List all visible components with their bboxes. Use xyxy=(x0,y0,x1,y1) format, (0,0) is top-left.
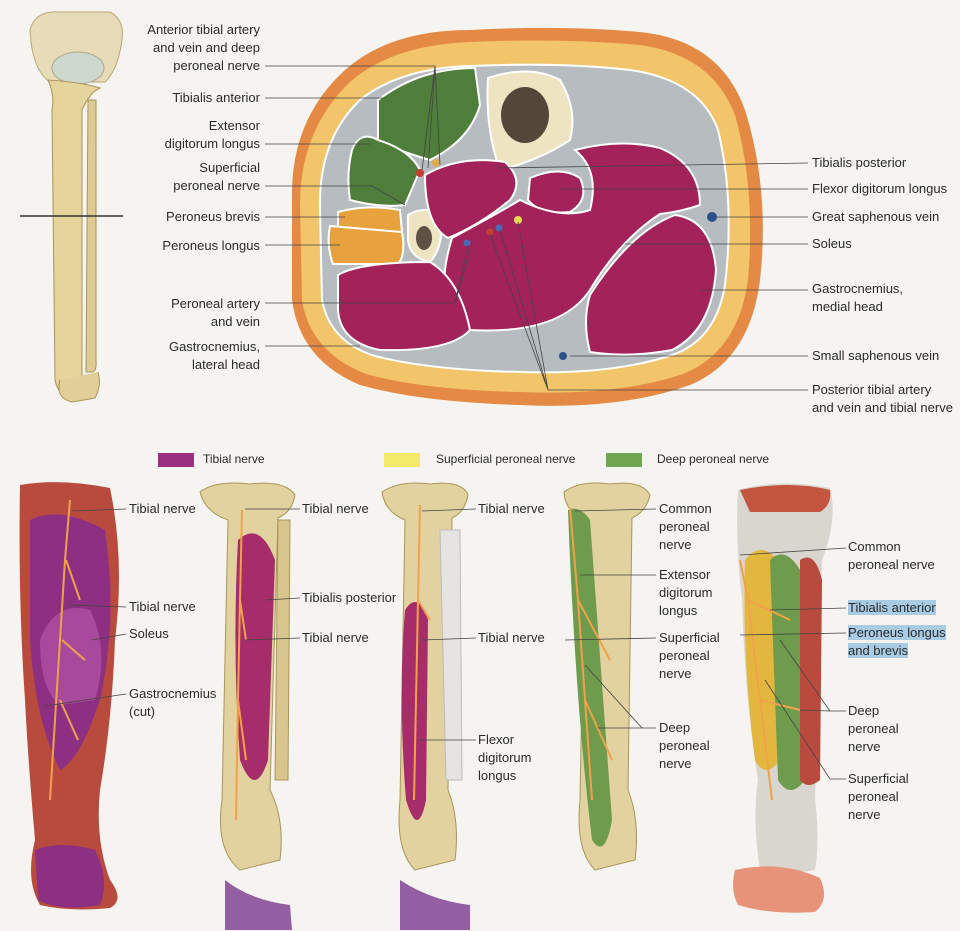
label-great-saphenous-vein: Great saphenous vein xyxy=(812,209,940,224)
p1-label-tibial-nerve-2: Tibial nerve xyxy=(129,599,196,614)
p1-label-soleus: Soleus xyxy=(129,626,169,641)
p1-label-tibial-nerve: Tibial nerve xyxy=(129,501,196,516)
p5-label-deep-peroneal-nerve: Deep peroneal nerve xyxy=(848,703,899,754)
legend-deep-peroneal-nerve: Deep peroneal nerve xyxy=(657,452,770,466)
label-tibialis-anterior: Tibialis anterior xyxy=(172,90,260,105)
p5-highlight-peroneus: Peroneus longus and brevis xyxy=(848,625,946,658)
label-tibialis-posterior: Tibialis posterior xyxy=(812,155,907,170)
legend-tibial-nerve: Tibial nerve xyxy=(203,452,265,466)
p3-label-tibial-nerve: Tibial nerve xyxy=(478,501,545,516)
p5-label-common-peroneal-nerve: Common peroneal nerve xyxy=(848,539,935,572)
p2-label-tibial-nerve-2: Tibial nerve xyxy=(302,630,369,645)
label-posterior-tibial-artery: Posterior tibial artery and vein and tib… xyxy=(812,382,953,415)
panel-lateral-leg xyxy=(733,483,833,913)
p5-label-peroneus-longus-brevis: Peroneus longus and brevis xyxy=(848,624,946,660)
leg-cross-section xyxy=(291,27,763,406)
p2-label-tibialis-posterior: Tibialis posterior xyxy=(302,590,397,605)
label-gastrocnemius-lateral: Gastrocnemius, lateral head xyxy=(168,339,260,372)
legend-swatches xyxy=(158,453,642,467)
label-peroneus-longus: Peroneus longus xyxy=(162,238,260,253)
label-small-saphenous-vein: Small saphenous vein xyxy=(812,348,940,363)
legend-superficial-peroneal-nerve: Superficial peroneal nerve xyxy=(436,452,576,466)
p3-label-tibial-nerve-2: Tibial nerve xyxy=(478,630,545,645)
p5-label-tibialis-anterior: Tibialis anterior xyxy=(848,599,936,617)
label-gastrocnemius-medial: Gastrocnemius, medial head xyxy=(812,281,904,314)
p1-label-gastrocnemius: Gastrocnemius (cut) xyxy=(129,686,217,719)
label-flexor-digitorum-longus: Flexor digitorum longus xyxy=(812,181,948,196)
p5-label-superficial-peroneal-nerve: Superficial peroneal nerve xyxy=(848,771,909,822)
label-peroneus-brevis: Peroneus brevis xyxy=(166,209,260,224)
label-peroneal-artery: Peroneal artery and vein xyxy=(171,296,260,329)
leg-skeleton-icon xyxy=(20,11,123,403)
panel-extensor-digitorum xyxy=(563,482,651,871)
panel-posterior-leg xyxy=(19,482,119,910)
panel-tibialis-posterior xyxy=(199,482,296,930)
label-soleus: Soleus xyxy=(812,236,852,251)
p3-label-flexor-digitorum-longus: Flexor digitorum longus xyxy=(478,732,532,783)
panel-flexor-digitorum xyxy=(381,482,470,930)
p5-highlight-tibialis-anterior: Tibialis anterior xyxy=(848,600,936,615)
p4-label-deep-peroneal-nerve: Deep peroneal nerve xyxy=(659,720,710,771)
cross-section-leaders xyxy=(265,65,809,391)
panel-leaders xyxy=(44,508,847,780)
p4-label-common-peroneal-nerve: Common peroneal nerve xyxy=(659,501,712,552)
label-superficial-peroneal-nerve: Superficial peroneal nerve xyxy=(173,160,260,193)
p4-label-extensor-digitorum-longus: Extensor digitorum longus xyxy=(659,567,713,618)
label-anterior-tibial-artery: Anterior tibial artery and vein and deep… xyxy=(147,22,260,73)
label-extensor-digitorum-longus: Extensor digitorum longus xyxy=(164,118,260,151)
p4-label-superficial-peroneal-nerve: Superficial peroneal nerve xyxy=(659,630,720,681)
p2-label-tibial-nerve: Tibial nerve xyxy=(302,501,369,516)
